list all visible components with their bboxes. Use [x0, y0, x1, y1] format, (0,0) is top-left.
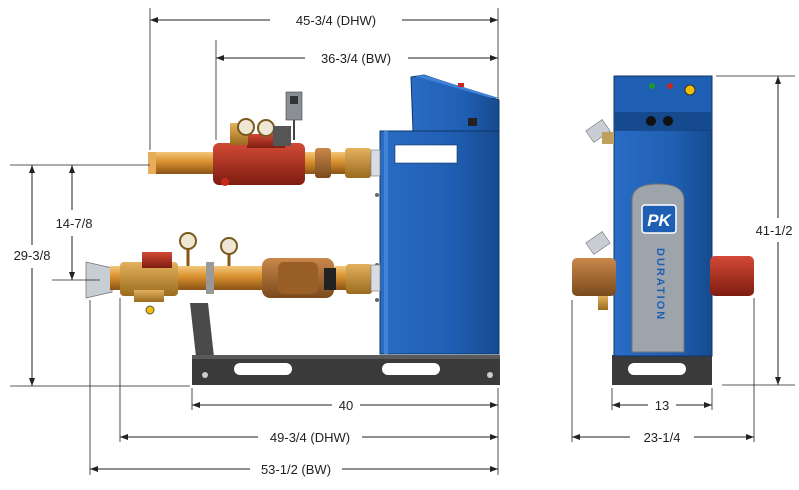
dim-bw-top: 36-3/4 (BW): [321, 51, 391, 66]
front-view: [85, 74, 500, 385]
outlet-piping: [148, 91, 381, 186]
boiler-cabinet: [375, 74, 500, 355]
front-panel: PK DURATION: [631, 183, 685, 353]
dim-outlet-height: 29-3/8: [14, 248, 51, 263]
dim-side-base: 13: [655, 398, 669, 413]
dim-side-overall: 23-1/4: [644, 430, 681, 445]
duration-label: DURATION: [654, 248, 666, 321]
pk-logo: [641, 204, 677, 234]
base-stand: [190, 303, 500, 385]
dim-inlet-height: 14-7/8: [56, 216, 93, 231]
side-inlet-connection: [572, 231, 754, 310]
control-panel: [613, 75, 713, 131]
power-switch-icon: [684, 84, 696, 96]
dimension-lines: 45-3/4 (DHW) 36-3/4 (BW) 14-7/8 29-3/8 4…: [10, 8, 795, 477]
dim-overall-height: 41-1/2: [756, 223, 793, 238]
dim-base-width: 40: [339, 398, 353, 413]
dim-bw-overall: 53-1/2 (BW): [261, 462, 331, 477]
side-base: [612, 355, 712, 385]
pk-logo-text: PK: [647, 211, 672, 230]
inlet-piping: [85, 232, 381, 315]
side-view: PK DURATION: [572, 75, 754, 385]
side-outlet-connection: [585, 119, 614, 144]
dim-dhw-overall: 49-3/4 (DHW): [270, 430, 350, 445]
dim-dhw-top: 45-3/4 (DHW): [296, 13, 376, 28]
